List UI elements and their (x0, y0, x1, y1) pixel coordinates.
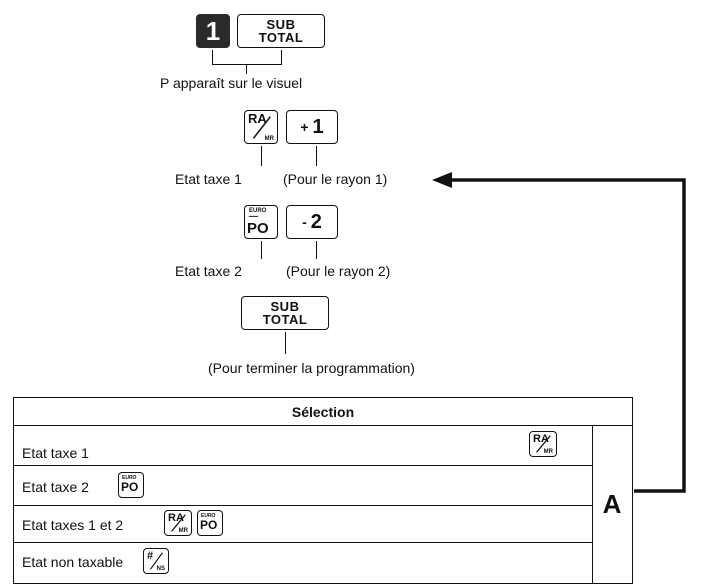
ra-label: RA (248, 111, 267, 126)
mr-small-label: MR (178, 528, 188, 534)
line-ra (261, 146, 262, 166)
slash-icon (252, 116, 272, 139)
line-plus1 (316, 146, 317, 166)
key-subtotal-bottom: SUB TOTAL (241, 296, 329, 330)
bracket-right (281, 50, 282, 64)
row-label-taxe-2: Etat taxe 2 (22, 479, 89, 495)
plus-sign: + (300, 119, 309, 135)
key-euro-po-small: EURO PO (197, 510, 223, 536)
subtotal-bottom-line1: SUB (270, 299, 300, 314)
subtotal-bottom-line2: TOTAL (262, 312, 308, 327)
row-label-non-taxable: Etat non taxable (22, 554, 124, 570)
slash-icon (536, 435, 551, 453)
po-small-label: PO (121, 480, 139, 494)
key-minus-2: - 2 (286, 205, 338, 239)
po-small-label: PO (200, 518, 218, 532)
hash-label: # (147, 550, 154, 562)
bracket-stem (246, 64, 247, 74)
key-hash-ns: # NS (143, 548, 169, 574)
key-ra-mr-small: RA MR (164, 510, 192, 536)
subtotal-line1: SUB (266, 17, 296, 32)
mr-label: MR (264, 136, 274, 142)
line-minus2 (316, 241, 317, 259)
euro-label: EURO (249, 208, 267, 214)
po-label: PO (247, 220, 269, 237)
label-etat-taxe-1: Etat taxe 1 (175, 171, 242, 187)
key-1: 1 (196, 14, 230, 48)
subtotal-line2: TOTAL (258, 30, 304, 45)
column-divider (592, 425, 593, 583)
selection-code: A (602, 488, 622, 519)
table-row: Etat taxes 1 et 2 RA MR EURO PO (14, 505, 592, 545)
euro-small-label: EURO (122, 475, 137, 481)
row-separator (14, 542, 592, 543)
minus-sign: - (302, 214, 307, 230)
mr-small-label: MR (543, 449, 553, 455)
row-separator (14, 465, 592, 466)
euro-underline-icon (248, 215, 259, 217)
table-row: Etat taxe 2 EURO PO (14, 465, 592, 505)
ns-label: NS (156, 566, 165, 572)
label-terminer: (Pour terminer la programmation) (208, 360, 415, 376)
key-euro-po-small: EURO PO (118, 472, 144, 498)
plus-digit: 1 (312, 115, 324, 138)
table-row: Etat non taxable # NS (14, 542, 592, 582)
row-separator (14, 505, 592, 506)
label-rayon-2: (Pour le rayon 2) (286, 263, 391, 279)
row-label-taxe-1: Etat taxe 1 (22, 445, 89, 461)
arrow-head-icon (432, 172, 452, 188)
key-1-label: 1 (205, 15, 221, 46)
line-subtotal (285, 332, 286, 354)
table-header: Sélection (14, 398, 632, 426)
label-visuel: P apparaît sur le visuel (160, 75, 303, 91)
selection-table: Sélection Etat taxe 1 RA MR Etat taxe 2 … (13, 397, 633, 584)
euro-small-label: EURO (201, 513, 216, 519)
bracket-bottom (212, 64, 282, 65)
label-rayon-1: (Pour le rayon 1) (283, 171, 388, 187)
key-subtotal-top: SUB TOTAL (237, 14, 325, 48)
slash-icon (171, 514, 186, 532)
line-po (261, 241, 262, 259)
slash-icon (149, 552, 163, 570)
key-euro-po: EURO PO (244, 205, 278, 239)
key-plus-1: + 1 (286, 110, 338, 144)
label-etat-taxe-2: Etat taxe 2 (175, 263, 242, 279)
key-ra-mr-small: RA MR (529, 431, 557, 457)
row-label-taxes-1-2: Etat taxes 1 et 2 (22, 517, 124, 533)
bracket-left (212, 50, 213, 64)
minus-digit: 2 (310, 210, 322, 233)
key-ra-mr: RA MR (244, 110, 278, 144)
table-row: Etat taxe 1 RA MR (14, 425, 592, 465)
